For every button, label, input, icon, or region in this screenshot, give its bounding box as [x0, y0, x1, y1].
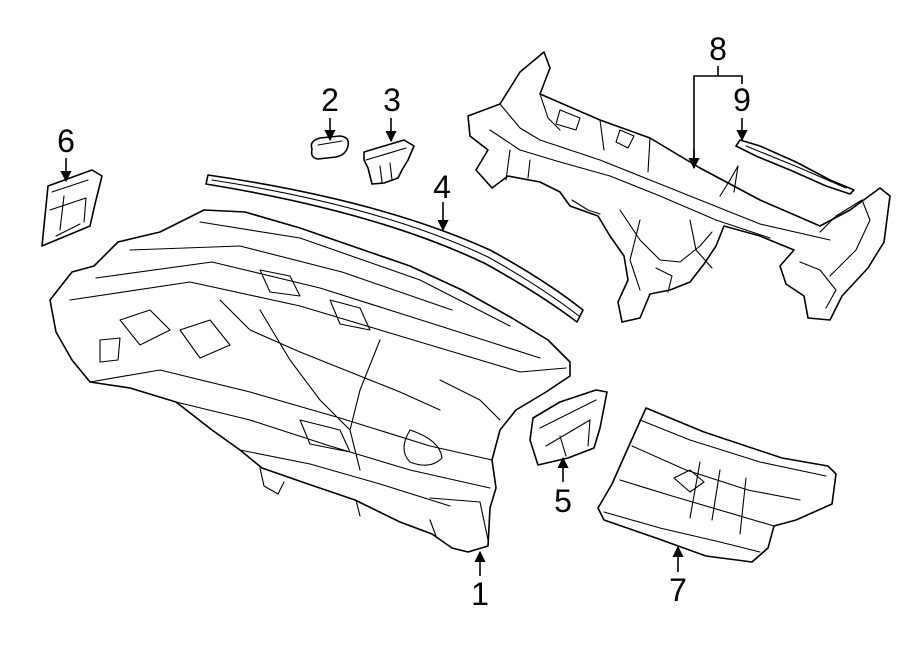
part-6-side-cover	[41, 169, 103, 247]
callout-labels: 1 2 3 4 5 6 7 8 9	[57, 31, 751, 612]
callout-9: 9	[733, 82, 751, 118]
part-5-trim-panel	[529, 389, 608, 466]
callout-4: 4	[433, 169, 451, 205]
callout-3: 3	[383, 82, 401, 118]
part-2-clip	[310, 135, 350, 160]
callout-5: 5	[554, 483, 572, 519]
leader-lines	[60, 66, 748, 576]
callout-2: 2	[321, 82, 339, 118]
part-4-trim-strip	[205, 174, 584, 323]
part-1-instrument-panel	[49, 209, 571, 553]
callout-7: 7	[669, 572, 687, 608]
callout-1: 1	[471, 576, 489, 612]
part-7-glove-box	[597, 407, 837, 563]
callout-6: 6	[57, 123, 75, 159]
part-3-bracket	[363, 139, 415, 185]
part-9-bracket-rod	[735, 139, 855, 195]
part-8-cross-car-beam	[467, 51, 891, 323]
callout-8: 8	[709, 31, 727, 67]
